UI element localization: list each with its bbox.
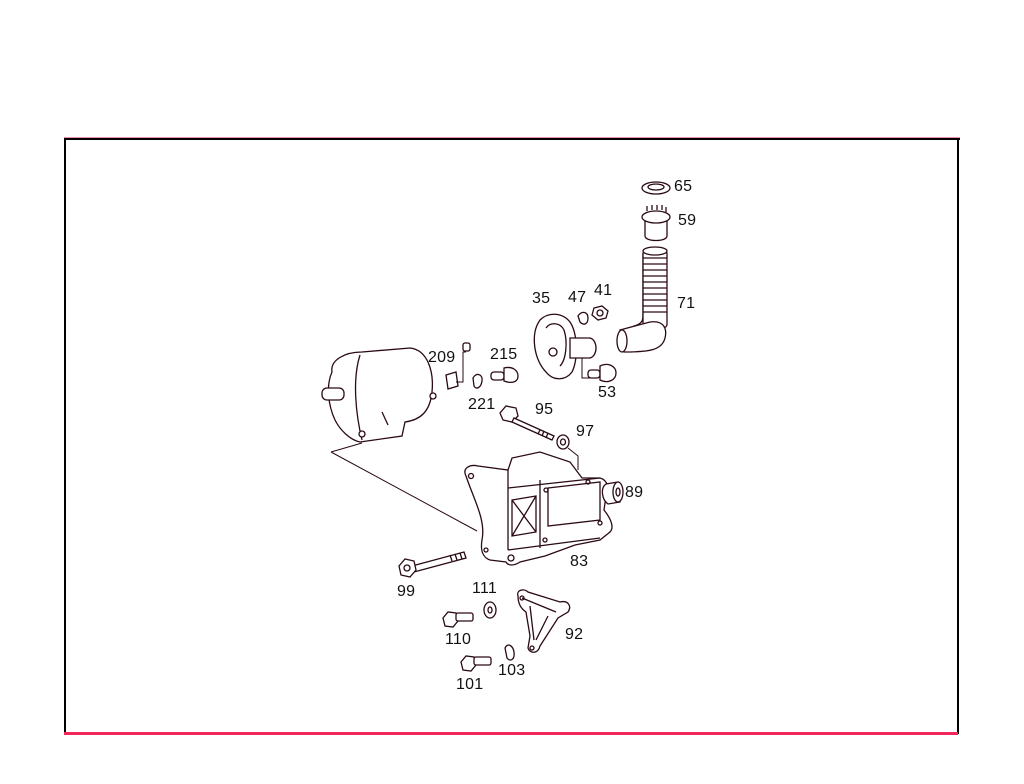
alternator-illustration bbox=[321, 347, 478, 532]
label-part-83: 83 bbox=[570, 553, 589, 570]
part-47-washer bbox=[577, 311, 589, 325]
label-part-71: 71 bbox=[677, 295, 696, 312]
label-part-99: 99 bbox=[397, 583, 416, 600]
label-part-103: 103 bbox=[498, 662, 526, 679]
part-89-bushing bbox=[601, 481, 624, 505]
label-part-215: 215 bbox=[490, 346, 518, 363]
part-97-washer bbox=[556, 434, 579, 470]
label-part-89: 89 bbox=[625, 484, 644, 501]
part-59-fitting bbox=[641, 205, 671, 242]
part-110-bolt bbox=[442, 611, 474, 628]
label-part-110: 110 bbox=[445, 631, 472, 648]
part-83-mounting-bracket bbox=[464, 451, 613, 566]
label-part-35: 35 bbox=[532, 290, 551, 307]
part-71-elbow-hose bbox=[616, 246, 668, 353]
frame-top-border bbox=[64, 137, 960, 140]
part-41-nut bbox=[591, 305, 609, 321]
label-part-97: 97 bbox=[576, 423, 595, 440]
part-215-bolt bbox=[490, 366, 519, 383]
label-part-209: 209 bbox=[428, 349, 456, 366]
label-part-53: 53 bbox=[598, 384, 617, 401]
part-111-washer bbox=[483, 601, 497, 619]
part-99-long-bolt bbox=[398, 551, 467, 578]
label-part-92: 92 bbox=[565, 626, 584, 643]
part-221-washer bbox=[472, 373, 483, 389]
label-part-65: 65 bbox=[674, 178, 693, 195]
part-101-bolt bbox=[460, 655, 492, 672]
label-part-47: 47 bbox=[568, 289, 587, 306]
part-95-long-bolt bbox=[499, 405, 555, 441]
part-92-support-bracket bbox=[517, 589, 571, 653]
part-103-washer bbox=[504, 644, 515, 661]
frame-bottom-border bbox=[64, 732, 958, 735]
label-part-101: 101 bbox=[456, 676, 484, 693]
label-part-95: 95 bbox=[535, 401, 554, 418]
diagram-frame bbox=[64, 138, 959, 734]
label-part-41: 41 bbox=[594, 282, 613, 299]
part-65-seal-ring bbox=[641, 181, 671, 195]
label-part-59: 59 bbox=[678, 212, 697, 229]
label-part-221: 221 bbox=[468, 396, 496, 413]
part-53-bolt bbox=[587, 363, 617, 383]
part-209-terminal-clip bbox=[445, 342, 471, 390]
part-35-end-cover bbox=[533, 313, 597, 380]
label-part-111: 111 bbox=[472, 580, 497, 597]
